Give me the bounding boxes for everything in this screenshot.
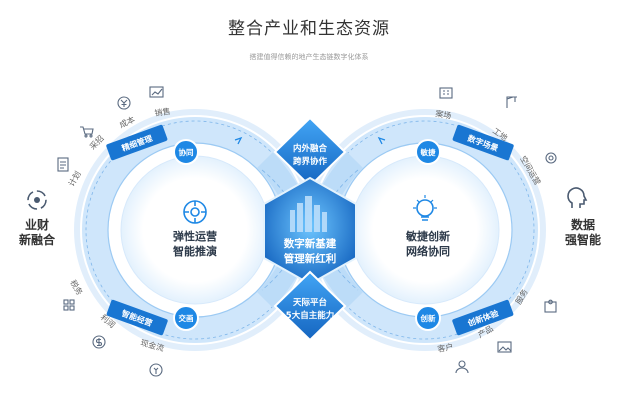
cart-icon xyxy=(80,126,94,138)
right-top-tab: 数字场景 xyxy=(452,124,514,161)
page-subtitle: 搭建值得信赖的地产生态链数字化体系 xyxy=(249,53,369,61)
left-top-tab: 精细管理 xyxy=(106,124,168,161)
core-line2: 管理新红利 xyxy=(284,252,337,265)
right-bottom-tab: 创新体验 xyxy=(452,299,514,336)
node-chuangxin: 创新 xyxy=(415,305,441,331)
right-side-line1: 数据 xyxy=(570,218,595,232)
right-arc-label-kehu: 客户 xyxy=(437,341,454,354)
right-arrow-top xyxy=(377,136,386,145)
node-chuangxin-label: 创新 xyxy=(420,313,436,323)
bottom-diamond-line2: 5大自主能力 xyxy=(286,310,334,321)
bulb-icon xyxy=(413,195,437,221)
top-diamond-line1: 内外融合 xyxy=(293,143,328,154)
top-diamond-line2: 跨界协作 xyxy=(293,156,328,167)
left-center-icon xyxy=(183,200,207,224)
sync-icon xyxy=(27,190,47,210)
core-line1: 数字新基建 xyxy=(283,237,337,250)
left-arc-label-shuiwu: 税务 xyxy=(68,278,85,297)
right-side-label: 数据 强智能 xyxy=(560,218,606,248)
bottom-diamond-line1: 天际平台 xyxy=(293,297,328,308)
clipboard-icon xyxy=(57,157,69,172)
left-side-line2: 新融合 xyxy=(18,233,55,247)
right-center-line1: 敏捷创新 xyxy=(405,229,450,243)
left-side-label: 业财 新融合 xyxy=(14,218,60,248)
core-hexagon: 数字新基建 管理新红利 xyxy=(263,176,357,286)
city-skyline-icon xyxy=(290,196,327,232)
node-xietong-label: 协同 xyxy=(179,147,194,157)
left-arc-label-jihua: 计划 xyxy=(66,169,83,188)
node-jiaohua-label: 交画 xyxy=(179,313,194,323)
right-arc-label-anchang: 案场 xyxy=(435,108,452,121)
page-title: 整合产业和生态资源 xyxy=(228,19,390,39)
gear-icon xyxy=(545,152,557,164)
crane-icon xyxy=(506,96,517,108)
building-icon xyxy=(439,87,453,99)
left-center-line1: 弹性运营 xyxy=(173,229,217,243)
node-jiaohua: 交画 xyxy=(173,305,199,331)
right-side-line2: 强智能 xyxy=(564,233,601,247)
user-icon xyxy=(455,360,469,374)
left-bottom-tab: 智能经营 xyxy=(106,299,168,336)
bottom-diamond: 天际平台 5大自主能力 xyxy=(273,270,347,342)
left-arrow-top xyxy=(234,136,243,145)
node-minjie: 敏捷 xyxy=(415,139,441,165)
chart-icon xyxy=(149,86,164,98)
yen-icon xyxy=(117,96,131,110)
dollar-icon xyxy=(92,335,106,349)
left-side-line1: 业财 xyxy=(24,218,49,232)
puzzle-icon xyxy=(544,299,557,313)
node-minjie-label: 敏捷 xyxy=(420,147,436,157)
left-arc-label-xiaoshou: 销售 xyxy=(154,106,171,118)
right-center-line2: 网络协同 xyxy=(406,244,450,258)
coin-icon xyxy=(149,363,163,377)
image-icon xyxy=(497,341,512,353)
grid-icon xyxy=(63,299,75,311)
node-xietong: 协同 xyxy=(173,139,199,165)
left-center-line2: 智能推演 xyxy=(173,244,217,258)
brain-icon xyxy=(567,187,588,208)
